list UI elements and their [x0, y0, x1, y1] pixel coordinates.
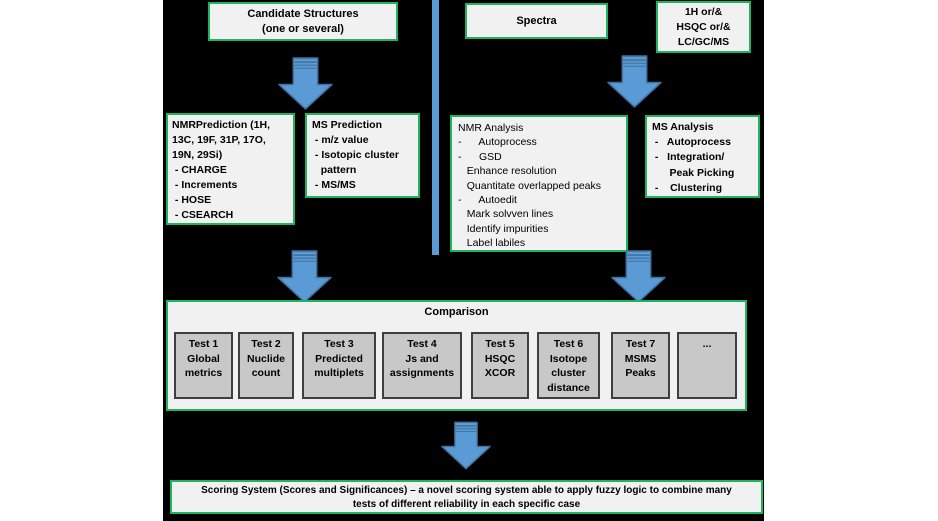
scoring-system-box: Scoring System (Scores and Significances…: [170, 480, 763, 514]
comparison-title: Comparison: [424, 306, 489, 318]
test-more-box: ...: [677, 332, 737, 399]
nmr-prediction-box: NMRPrediction (1H,13C, 19F, 31P, 17O,19N…: [166, 113, 295, 225]
ms-analysis-box: MS Analysis - Autoprocess - Integration/…: [645, 115, 760, 198]
down-arrow-icon: [441, 421, 491, 470]
column-divider-line: [432, 0, 439, 255]
spectra-box: Spectra: [465, 3, 608, 39]
nmr-analysis-box: NMR Analysis- Autoprocess- GSD Enhance r…: [450, 115, 628, 252]
down-arrow-icon: [607, 55, 662, 108]
down-arrow-icon: [277, 250, 332, 303]
ms-prediction-box: MS Prediction - m/z value - Isotopic clu…: [305, 113, 420, 198]
candidate-structures-box: Candidate Structures(one or several): [208, 2, 398, 41]
down-arrow-icon: [611, 250, 666, 303]
down-arrow-icon: [278, 57, 333, 110]
raw-inputs-box: 1H or/&HSQC or/&LC/GC/MS: [656, 1, 751, 53]
spectra-label: Spectra: [516, 15, 557, 27]
